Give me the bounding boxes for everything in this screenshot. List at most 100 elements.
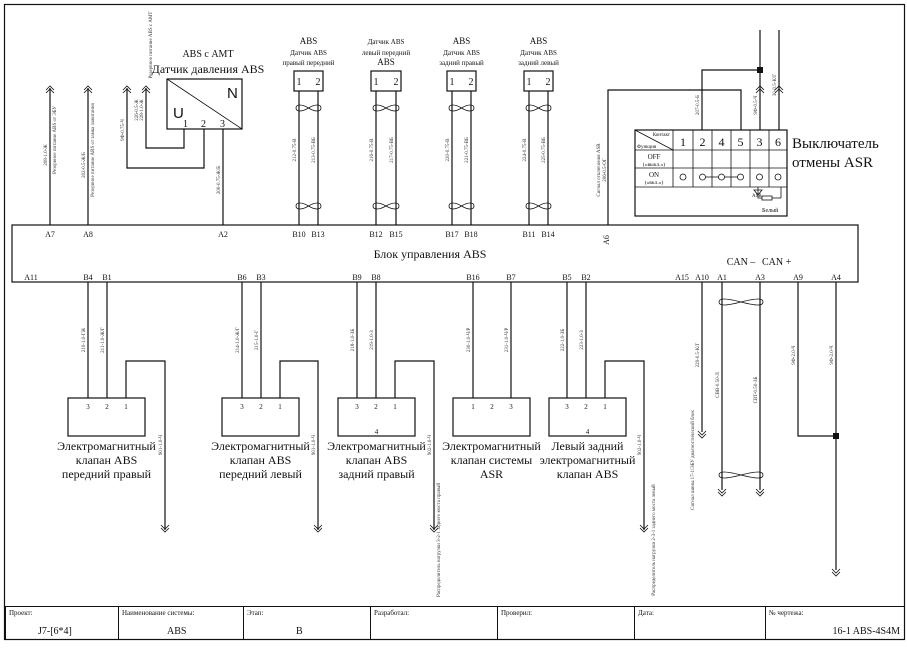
twisted-pair-icon bbox=[372, 202, 400, 210]
connector-arrow-icon bbox=[697, 430, 707, 439]
title-label: № чертежа: bbox=[769, 609, 804, 617]
valve-pin: 1 bbox=[393, 403, 397, 411]
sensor-caption: ABS bbox=[453, 36, 471, 46]
ecu-pin-label: A4 bbox=[831, 273, 841, 282]
twisted-pair-icon bbox=[718, 471, 764, 479]
valve-name-line-3: передний правый bbox=[62, 467, 152, 481]
twisted-pairs bbox=[295, 104, 764, 479]
sensor-pin: 2 bbox=[394, 77, 399, 88]
sensor-caption: левый передний bbox=[362, 49, 411, 57]
wire-code-label: 901-1.0-Ч bbox=[159, 434, 164, 455]
ecu-pin-label: B14 bbox=[541, 230, 554, 239]
ecu-title: Блок управления ABS bbox=[374, 247, 487, 261]
ecu-pin-label: B11 bbox=[522, 230, 535, 239]
asr-row-off: OFF bbox=[648, 153, 661, 161]
pressure-sensor-wire-2 bbox=[126, 88, 205, 169]
wire-code-label: 202-0.5-Ж/Б bbox=[82, 152, 87, 178]
asr-contact-number: 6 bbox=[775, 135, 781, 149]
sensor-pin: 1 bbox=[374, 77, 379, 88]
wire-note-label: Распределитель нагрузки 2-3-1 заднего мо… bbox=[652, 484, 657, 596]
asr-wire-5-to-a6 bbox=[607, 89, 742, 225]
pressure-sensor-pin-1: 1 bbox=[183, 119, 188, 130]
sensor-caption: правый передний bbox=[282, 59, 334, 67]
asr-contact-number: 2 bbox=[700, 135, 706, 149]
valve-name-line-2: клапан ABS bbox=[346, 453, 408, 467]
wire-code-label: 218-1.0-ЗБ bbox=[351, 329, 356, 352]
connector-arrow-icon bbox=[755, 488, 765, 497]
ecu-pin-label: B2 bbox=[581, 273, 590, 282]
valve-pin: 2 bbox=[584, 403, 588, 411]
wire-note-label: Сигнал отключения ASR bbox=[597, 143, 602, 197]
wire-code-label: 214-1.0-Ж/Г bbox=[236, 327, 241, 353]
valve-name-line-3: передний левый bbox=[219, 467, 302, 481]
title-value: 16-1 ABS-4S4M bbox=[832, 626, 900, 637]
sensor-caption: ABS bbox=[377, 57, 395, 67]
ecu-pin-label: A9 bbox=[793, 273, 803, 282]
twisted-pair-icon bbox=[525, 202, 552, 210]
connector-arrow-icon bbox=[774, 85, 784, 94]
asr-header-diagonal bbox=[634, 129, 674, 151]
wire-code-label: 225-0.75-ВБ bbox=[542, 137, 547, 163]
valve-ground-wire bbox=[394, 360, 435, 530]
sensor-caption: Датчик ABS bbox=[290, 49, 327, 57]
asr-row-off-sub: («выкл.») bbox=[643, 161, 665, 168]
sensor-caption: ABS bbox=[530, 36, 548, 46]
asr-switch-title-1: Выключатель bbox=[792, 136, 879, 152]
title-cell-developer: Разработал: bbox=[371, 607, 498, 639]
pressure-sensor-u: U bbox=[173, 105, 184, 122]
valve-pin: 2 bbox=[259, 403, 263, 411]
asr-wire-2 bbox=[701, 69, 760, 130]
asr-contact-number: 5 bbox=[738, 135, 744, 149]
twisted-pair-icon bbox=[295, 202, 322, 210]
ecu-rect bbox=[11, 224, 859, 283]
wire-code-label: 216-0.75-В bbox=[370, 138, 375, 162]
ecu-pin-label: B10 bbox=[292, 230, 305, 239]
wire-note-label: Резервное питание ABS с AMT bbox=[149, 12, 154, 79]
asr-resistor-label: Белый bbox=[762, 207, 779, 214]
connector-arrow-icon bbox=[717, 488, 727, 497]
ecu-pin-label: B18 bbox=[464, 230, 477, 239]
ecu-pin-label: A7 bbox=[45, 230, 55, 239]
connector-arrow-icon bbox=[313, 524, 323, 533]
valve-name-line-2: клапан ABS bbox=[230, 453, 292, 467]
wire-code-label: 9Ф-2.0-Ч bbox=[830, 345, 835, 365]
pressure-sensor-diagonal bbox=[166, 78, 243, 130]
valve-ground-wire bbox=[125, 360, 166, 530]
sensor-connector bbox=[370, 70, 402, 92]
valve-pin: 3 bbox=[240, 403, 244, 411]
wire-code-label: 228-1.0-Ж bbox=[140, 99, 145, 121]
valve-name-line-1: Электромагнитный bbox=[327, 439, 426, 453]
ecu-pin-label: A3 bbox=[755, 273, 765, 282]
sensor-connector bbox=[523, 70, 554, 92]
sensor-caption: Датчик ABS bbox=[520, 49, 557, 57]
sensor-caption: Датчик ABS bbox=[368, 38, 405, 46]
ecu-pin-label: B13 bbox=[311, 230, 324, 239]
valve-name-line-3: задний правый bbox=[338, 467, 415, 481]
valve-name-line-2: клапан ABS bbox=[76, 453, 138, 467]
wire-code-label: 224-0.75-В bbox=[523, 138, 528, 162]
title-label: Этап: bbox=[247, 609, 264, 617]
connector-arrow-icon bbox=[831, 568, 841, 577]
wire-code-label: 200-0.75-Ж/Б bbox=[217, 166, 222, 194]
wire-code-label: 212-0.75-В bbox=[293, 138, 298, 162]
valve-name-line-2: клапан системы bbox=[451, 453, 532, 467]
sensor-pin: 1 bbox=[527, 77, 532, 88]
wire-code-label: 222-1.0-ЗБ bbox=[561, 329, 566, 352]
valve-name-line-1: Электромагнитный bbox=[57, 439, 156, 453]
twisted-pair-icon bbox=[718, 298, 764, 306]
pressure-sensor-caption-2: Датчик давления ABS bbox=[152, 62, 265, 76]
title-label: Дата: bbox=[638, 609, 654, 617]
connector-arrow-icon bbox=[45, 85, 55, 94]
valve-name-line-2: электромагнитный bbox=[540, 453, 636, 467]
